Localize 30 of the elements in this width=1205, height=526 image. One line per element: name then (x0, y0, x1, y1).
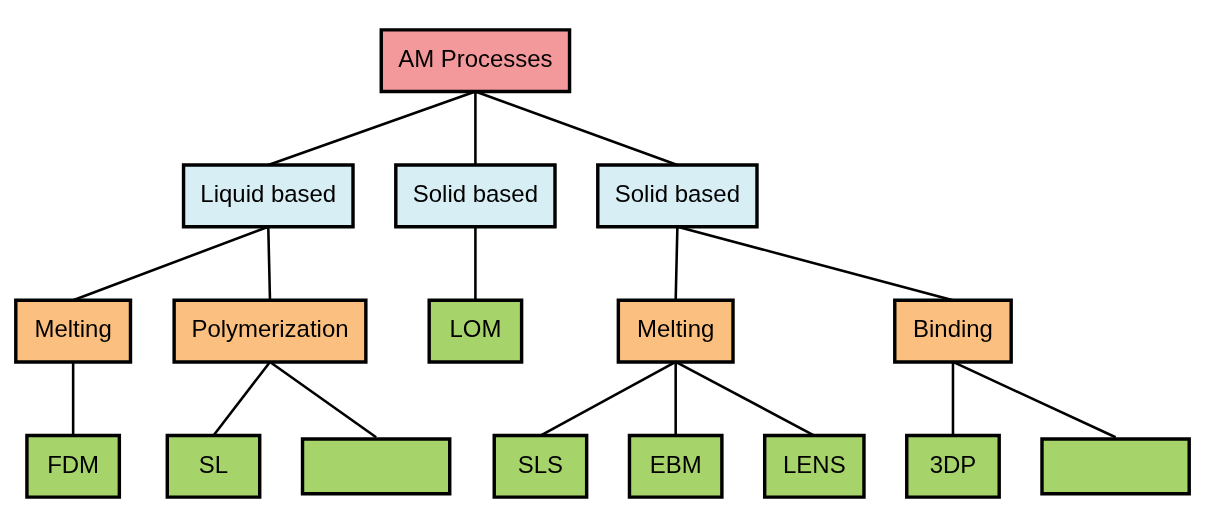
connector (674, 226, 679, 300)
node-box: EBM (627, 433, 724, 499)
node-box: LOM (427, 298, 524, 364)
connector (674, 361, 677, 436)
node-box: SL (165, 433, 262, 499)
node-box: Solid based (394, 162, 557, 228)
node-box: 3DP (905, 433, 1001, 499)
node-box: SLS (492, 433, 589, 499)
connector (675, 360, 815, 437)
connector (212, 360, 271, 436)
connector (267, 226, 272, 300)
node-box: Melting (616, 298, 735, 364)
node-box: Binding (893, 298, 1013, 364)
node-box: LENS (763, 433, 866, 499)
node-box: Liquid based (181, 162, 355, 228)
connector (951, 361, 955, 436)
connector (474, 90, 477, 165)
connector (474, 226, 477, 300)
node-box: AM Processes (379, 27, 572, 93)
connector (952, 360, 1117, 438)
connector (269, 360, 377, 438)
connector (72, 225, 269, 301)
connector (539, 360, 677, 437)
node-box: Melting (14, 298, 133, 364)
node-box: FDM (25, 433, 122, 499)
connector (71, 361, 75, 436)
node-box: Polymerization (172, 298, 368, 364)
node-box: Solid based (596, 162, 759, 228)
node-box (300, 436, 452, 495)
node-box (1040, 436, 1191, 495)
